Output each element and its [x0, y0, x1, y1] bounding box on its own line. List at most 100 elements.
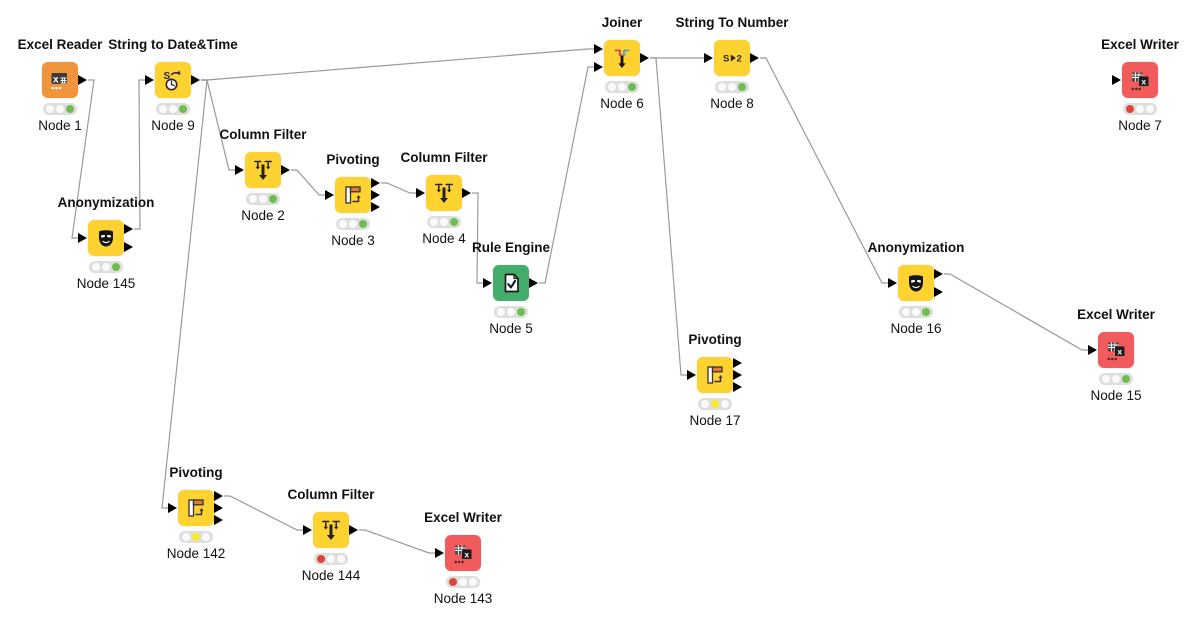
workflow-node-node-17[interactable]: Pivoting Node 17 [687, 332, 742, 428]
node-type-label: Rule Engine [471, 240, 551, 255]
connection-wire[interactable] [201, 48, 594, 81]
excel-writer-icon[interactable]: x [445, 535, 481, 571]
column-filter-icon[interactable] [426, 175, 462, 211]
workflow-node-node-3[interactable]: Pivoting Node 3 [325, 152, 380, 248]
column-filter-icon[interactable] [313, 512, 349, 548]
input-port[interactable] [235, 165, 244, 175]
workflow-node-node-142[interactable]: Pivoting Node 142 [167, 465, 226, 561]
status-dot-green [179, 105, 187, 113]
pivoting-icon[interactable] [178, 490, 214, 526]
input-port[interactable] [483, 278, 492, 288]
input-port[interactable] [888, 278, 897, 288]
node-type-label: Excel Writer [1101, 37, 1179, 52]
connection-wire[interactable] [134, 79, 145, 230]
connection-wire[interactable] [291, 169, 325, 196]
input-port[interactable] [594, 44, 603, 54]
input-port[interactable] [1112, 75, 1121, 85]
output-port[interactable] [349, 525, 358, 535]
connection-wire[interactable] [944, 273, 1088, 351]
workflow-node-node-8[interactable]: String To Number S 2 Node 8 [676, 15, 789, 111]
input-port[interactable] [303, 525, 312, 535]
connection-wire[interactable] [71, 79, 95, 239]
input-port[interactable] [416, 188, 425, 198]
connection-wire[interactable] [650, 57, 687, 376]
output-port[interactable] [733, 358, 742, 368]
joiner-icon[interactable] [604, 40, 640, 76]
input-port[interactable] [78, 233, 87, 243]
status-dot-green [738, 83, 746, 91]
status-dot-yellow [349, 220, 357, 228]
input-port[interactable] [704, 53, 713, 63]
output-port[interactable] [214, 503, 223, 513]
output-port[interactable] [934, 269, 943, 279]
workflow-node-node-143[interactable]: Excel Writer x Node 143 [424, 510, 502, 606]
output-port[interactable] [750, 53, 759, 63]
excel-writer-icon[interactable]: x [1122, 62, 1158, 98]
input-port[interactable] [325, 190, 334, 200]
string-to-datetime-icon[interactable]: S [155, 62, 191, 98]
input-port[interactable] [435, 548, 444, 558]
status-dot-red [46, 105, 54, 113]
rule-engine-icon[interactable] [493, 265, 529, 301]
workflow-node-node-6[interactable]: Joiner Node 6 [594, 15, 649, 111]
workflow-node-node-1[interactable]: Excel Reader x Node 1 [18, 37, 103, 133]
output-port[interactable] [462, 188, 471, 198]
output-port[interactable] [124, 224, 133, 234]
workflow-node-node-2[interactable]: Column Filter Node 2 [220, 127, 307, 223]
output-port[interactable] [371, 178, 380, 188]
node-type-label: String To Number [675, 15, 789, 30]
output-port[interactable] [78, 75, 87, 85]
connection-wire[interactable] [539, 66, 594, 284]
output-port[interactable] [371, 202, 380, 212]
output-port[interactable] [214, 515, 223, 525]
input-port[interactable] [594, 62, 603, 72]
workflow-node-node-145[interactable]: Anonymization Node 145 [58, 195, 155, 291]
output-port[interactable] [529, 278, 538, 288]
input-port[interactable] [145, 75, 154, 85]
output-port[interactable] [640, 53, 649, 63]
node-name-label: Node 143 [433, 591, 493, 606]
input-port[interactable] [687, 370, 696, 380]
svg-text:x: x [1117, 347, 1122, 357]
excel-writer-icon[interactable]: x [1098, 332, 1134, 368]
connection-wire[interactable] [224, 495, 303, 531]
node-status-lights [246, 193, 280, 205]
output-port[interactable] [371, 190, 380, 200]
status-dot-green [469, 578, 477, 586]
excel-reader-icon[interactable]: x [42, 62, 78, 98]
status-dot-green [112, 263, 120, 271]
workflow-node-node-7[interactable]: Excel Writer x Node 7 [1101, 37, 1179, 133]
input-port[interactable] [1088, 345, 1097, 355]
node-status-lights [446, 576, 480, 588]
connection-wire[interactable] [381, 182, 416, 194]
output-port[interactable] [281, 165, 290, 175]
connection-wire[interactable] [472, 192, 483, 284]
workflow-node-node-15[interactable]: Excel Writer x Node 15 [1077, 307, 1155, 403]
node-name-label: Node 8 [710, 96, 754, 111]
anonymization-icon[interactable] [898, 265, 934, 301]
workflow-node-node-16[interactable]: Anonymization Node 16 [868, 240, 965, 336]
column-filter-icon[interactable] [245, 152, 281, 188]
input-port[interactable] [168, 503, 177, 513]
status-dot-red [430, 218, 438, 226]
pivoting-icon[interactable] [697, 357, 733, 393]
output-port[interactable] [934, 287, 943, 297]
string-to-number-icon[interactable]: S 2 [714, 40, 750, 76]
node-type-label: Pivoting [688, 332, 742, 347]
output-port[interactable] [191, 75, 200, 85]
output-port[interactable] [733, 370, 742, 380]
workflow-node-node-144[interactable]: Column Filter Node 144 [288, 487, 375, 583]
anonymization-icon[interactable] [88, 220, 124, 256]
pivoting-icon[interactable] [335, 177, 371, 213]
output-port[interactable] [733, 382, 742, 392]
node-status-lights [494, 306, 528, 318]
output-port[interactable] [124, 242, 133, 252]
connection-wire[interactable] [760, 57, 888, 284]
workflow-node-node-5[interactable]: Rule Engine Node 5 [472, 240, 550, 336]
workflow-node-node-4[interactable]: Column Filter Node 4 [401, 150, 488, 246]
workflow-node-node-9[interactable]: String to Date&Time S Node 9 [108, 37, 238, 133]
connection-wire[interactable] [359, 529, 435, 554]
connection-wire[interactable] [161, 79, 208, 509]
output-port[interactable] [214, 491, 223, 501]
node-type-label: Excel Reader [17, 37, 103, 52]
